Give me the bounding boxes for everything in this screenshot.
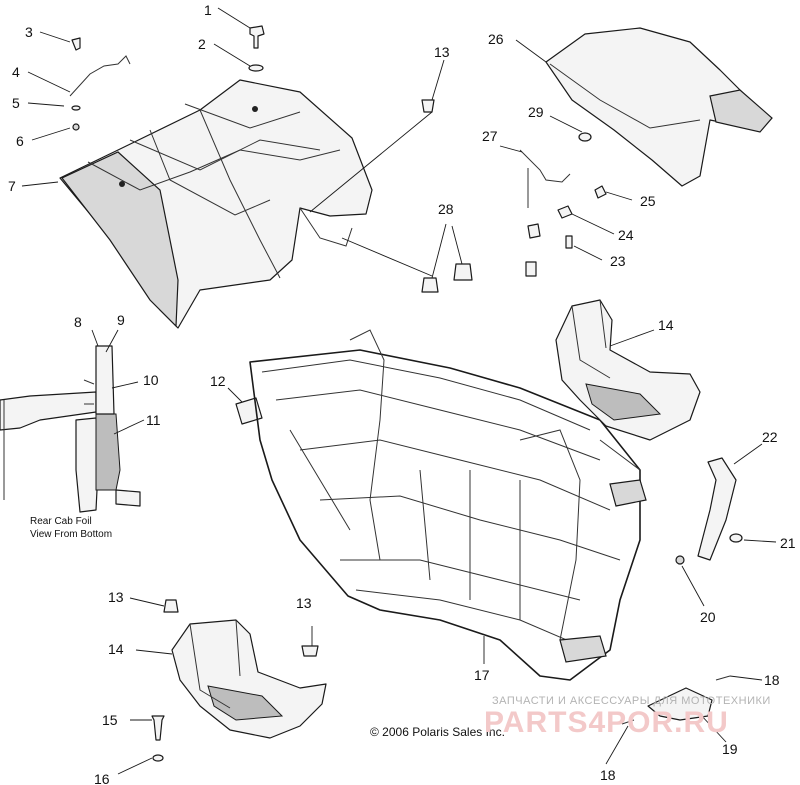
- callout-22: 22: [762, 429, 778, 445]
- callout-14-left: 14: [108, 641, 124, 657]
- callout-20: 20: [700, 609, 716, 625]
- rear-cab-hardware: [69, 25, 265, 131]
- inset-note-line2: View From Bottom: [30, 529, 112, 540]
- callout-13-left: 13: [108, 589, 124, 605]
- watermark-brand: PARTS4POR.RU: [484, 706, 729, 739]
- lower-fasteners: [151, 599, 319, 762]
- callout-3: 3: [25, 24, 33, 40]
- callout-2: 2: [198, 36, 206, 52]
- callout-17: 17: [474, 667, 490, 683]
- callout-6: 6: [16, 133, 24, 149]
- callout-27: 27: [482, 128, 498, 144]
- rear-cab-assembly: [59, 79, 373, 329]
- rear-cab-foil-inset: Rear Cab Foil View From Bottom: [0, 345, 141, 540]
- callout-4: 4: [12, 64, 20, 80]
- main-frame: [249, 329, 647, 681]
- callout-26: 26: [488, 31, 504, 47]
- callout-11: 11: [146, 412, 161, 428]
- site-watermark: ЗАПЧАСТИ И АКСЕССУАРЫ ДЛЯ МОТОТЕХНИКИ PA…: [484, 695, 771, 739]
- callout-14-right: 14: [658, 317, 674, 333]
- copyright-text: © 2006 Polaris Sales Inc.: [370, 725, 505, 739]
- callout-9: 9: [117, 312, 125, 328]
- callout-15: 15: [102, 712, 118, 728]
- callout-13-center: 13: [296, 595, 312, 611]
- grommets-top: [421, 99, 473, 293]
- callout-7: 7: [8, 178, 16, 194]
- footwell-left: [171, 619, 327, 739]
- callout-29: 29: [528, 104, 544, 120]
- callout-numbers: 1 2 3 4 5 6 7 8 9 10 11 12 13 13 13 14 1…: [8, 2, 796, 785]
- callout-5: 5: [12, 95, 20, 111]
- front-bracket: [621, 457, 743, 725]
- callout-23: 23: [610, 253, 626, 269]
- callout-28: 28: [438, 201, 454, 217]
- inset-note-line1: Rear Cab Foil: [30, 516, 92, 527]
- seat-assembly: [519, 27, 773, 277]
- watermark-tagline: ЗАПЧАСТИ И АКСЕССУАРЫ ДЛЯ МОТОТЕХНИКИ: [492, 695, 771, 707]
- callout-13-top: 13: [434, 44, 450, 60]
- callout-1: 1: [204, 2, 212, 18]
- callout-24: 24: [618, 227, 634, 243]
- callout-19: 19: [722, 741, 738, 757]
- callout-21: 21: [780, 535, 796, 551]
- footwell-right: [555, 299, 701, 441]
- callout-18-bottom: 18: [600, 767, 616, 783]
- callout-25: 25: [640, 193, 656, 209]
- callout-8: 8: [74, 314, 82, 330]
- callout-16: 16: [94, 771, 110, 785]
- callout-12: 12: [210, 373, 226, 389]
- leader-lines: [21, 7, 777, 775]
- callout-10: 10: [143, 372, 159, 388]
- callout-18-right: 18: [764, 672, 780, 688]
